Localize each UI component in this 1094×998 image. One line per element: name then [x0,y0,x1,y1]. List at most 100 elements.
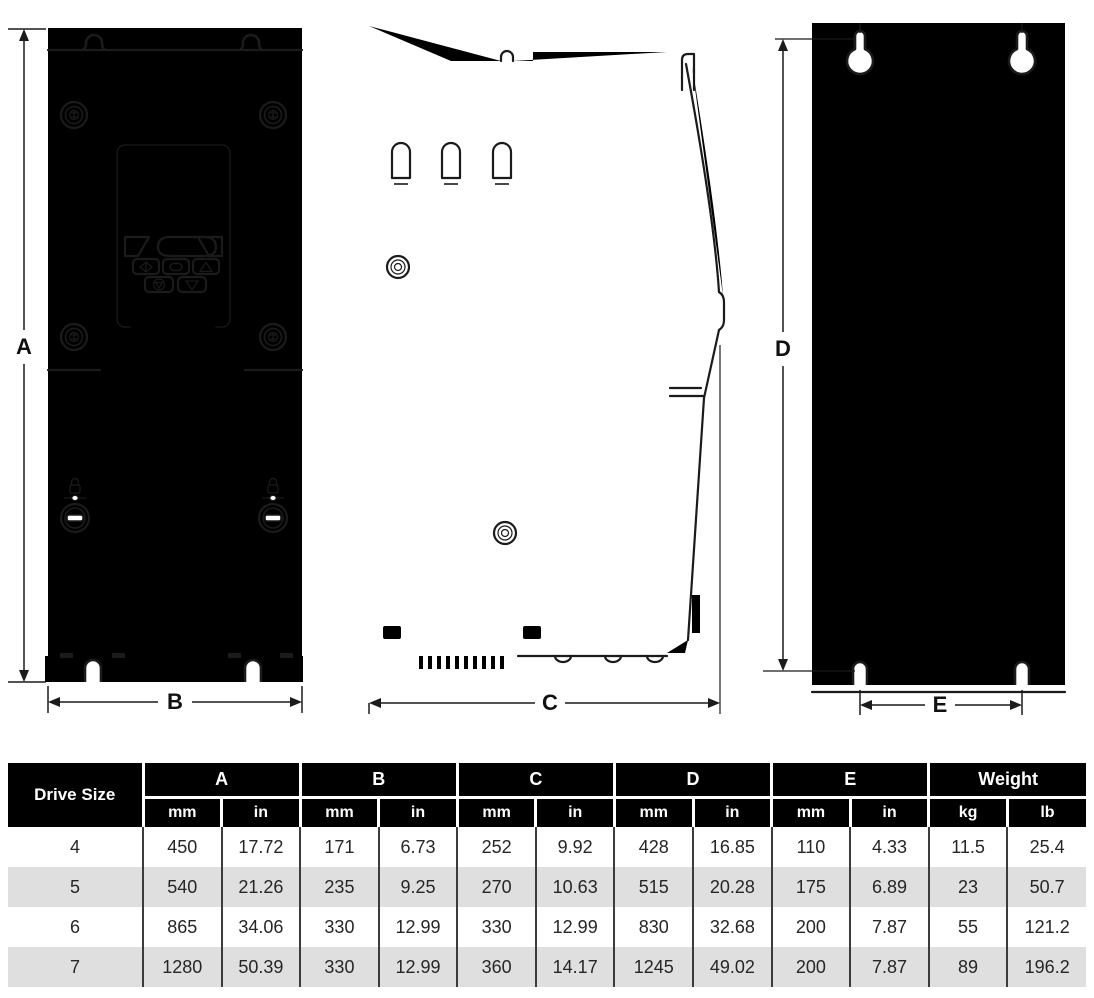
mounting-slot-icon [1013,660,1031,687]
down-button [176,275,208,294]
table-cell: 330 [299,907,379,947]
rear-mounting-view: D E [763,21,1067,717]
dim-label-d: D [775,336,791,361]
table-cell: 11.5 [927,827,1008,867]
stop-button [143,275,175,294]
table-cell: 6.73 [377,827,458,867]
unit-header: mm [770,797,851,827]
table-cell: 1280 [142,947,222,987]
dimension-b: B [47,686,303,714]
table-cell: 4.33 [849,827,929,867]
start-icon [139,261,153,273]
quarter-turn-fastener-icon [257,502,289,534]
column-group-d: D [612,763,772,799]
table-cell: 540 [142,867,222,907]
table-cell: 23 [927,867,1008,907]
drive-size-cell: 5 [69,876,80,897]
table-cell: 330 [299,947,379,987]
table-cell: 10.63 [534,867,615,907]
unit-header: mm [612,797,694,827]
table-row: 4 450 17.72 171 6.73 252 9.92 428 16.85 … [8,827,1086,867]
table-cell: 110 [770,827,851,867]
softkey-right [196,235,224,258]
column-group-a: A [141,763,301,799]
up-arrow-icon [198,261,214,273]
drive-size-cell: 7 [69,956,80,977]
front-view: A [8,28,304,714]
side-enclosure [369,26,726,697]
unit-header: in [534,797,615,827]
table-cell: 175 [770,867,851,907]
loc-rem-button [161,257,191,276]
softkey-middle [156,235,218,258]
dim-label-e: E [933,692,948,717]
foot-notch [243,658,263,684]
dimension-drawing: A [8,21,1067,717]
dimension-e: E [859,690,1023,717]
unit-header: in [848,797,929,827]
unit-header: mm [298,797,379,827]
heatsink-fins [419,656,504,669]
torx-screw-icon [258,100,288,130]
table-cell: 34.06 [220,907,301,947]
start-button [131,257,161,276]
vent-slot [491,141,513,186]
side-view: C [368,26,726,715]
column-group-weight: Weight [927,763,1086,799]
dimensions-table-wrap: Drive Size A B C D E Weight mm in mm in … [8,763,1086,987]
table-cell: 121.2 [1006,907,1086,947]
column-group-b: B [298,763,458,799]
lcd-display [126,166,222,232]
dim-label-c: C [542,690,558,715]
column-header-drive-size: Drive Size [8,763,143,827]
table-cell: 55 [927,907,1008,947]
unit-header: kg [927,797,1008,827]
quarter-turn-fastener-icon [59,502,91,534]
table-cell: 450 [142,827,222,867]
table-cell: 7.87 [849,907,929,947]
unit-header: in [220,797,301,827]
vent-slot [440,141,462,186]
table-cell: 9.25 [377,867,458,907]
dimension-d: D [763,38,855,672]
unit-header: in [691,797,772,827]
knockout [383,626,401,639]
up-button [191,257,221,276]
knockout [523,626,541,639]
keypad [112,140,235,346]
unit-header: lb [1005,797,1086,827]
table-cell: 89 [927,947,1008,987]
table-cell: 12.99 [377,947,458,987]
table-cell: 200 [770,947,851,987]
table-cell: 21.26 [220,867,301,907]
table-cell: 9.92 [534,827,615,867]
table-cell: 428 [613,827,694,867]
dimensions-table: Drive Size A B C D E Weight mm in mm in … [8,763,1086,987]
table-cell: 252 [456,827,536,867]
torx-screw-icon [59,322,89,352]
table-cell: 12.99 [534,907,615,947]
table-cell: 6.89 [849,867,929,907]
drive-size-cell: 6 [69,916,80,937]
vent-slot [390,141,412,186]
dimension-c: C [368,345,721,715]
unit-header: in [377,797,458,827]
table-cell: 49.02 [692,947,772,987]
table-cell: 330 [456,907,536,947]
table-cell: 196.2 [1006,947,1086,987]
dimension-a: A [8,28,46,683]
stop-icon [152,278,166,291]
torx-screw-icon [258,322,288,352]
table-row: 5 540 21.26 235 9.25 270 10.63 515 20.28… [8,867,1086,907]
mounting-plate [810,21,1067,694]
bottom-plate [45,653,303,684]
foot-notch [83,658,103,684]
table-cell: 360 [456,947,536,987]
cover-latch [717,290,726,332]
down-arrow-icon [184,280,200,291]
lower-latch [692,595,700,633]
table-cell: 20.28 [692,867,772,907]
dim-label-a: A [16,334,32,359]
drive-size-cell: 4 [69,836,80,857]
feet [553,654,665,664]
